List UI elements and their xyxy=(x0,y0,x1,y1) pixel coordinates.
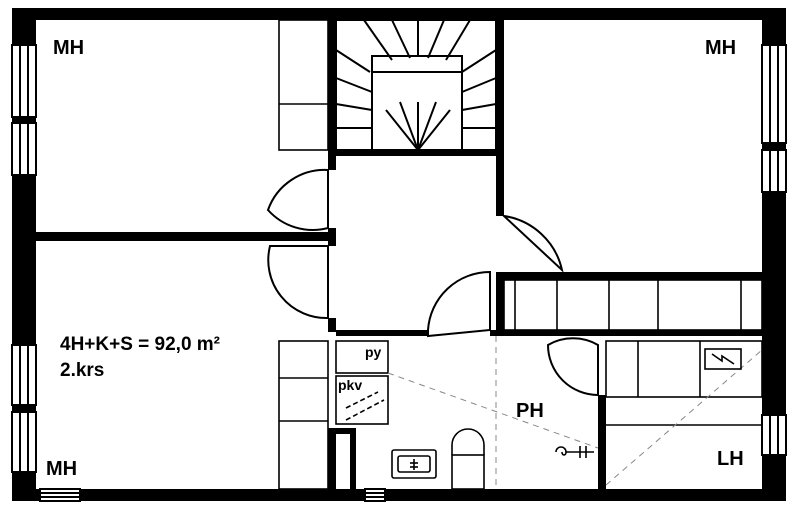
windows xyxy=(11,44,787,502)
room-label-mh-bottom-left: MH xyxy=(46,458,78,480)
fixture-label-py: py xyxy=(365,344,382,360)
fixture-label-pkv: pkv xyxy=(338,377,363,393)
interior-walls xyxy=(36,20,762,489)
bath-fixtures xyxy=(335,336,763,490)
room-label-mh-top-right: MH xyxy=(705,37,737,59)
room-label-mh-top-left: MH xyxy=(53,37,85,59)
room-label-ph: PH xyxy=(516,400,544,422)
staircase xyxy=(335,19,497,151)
wardrobes xyxy=(278,19,763,490)
floor-level: 2.krs xyxy=(60,360,105,381)
exterior-walls xyxy=(12,8,786,501)
area-summary: 4H+K+S = 92,0 m² xyxy=(60,334,221,355)
room-label-lh: LH xyxy=(717,448,744,470)
doors xyxy=(266,168,599,397)
